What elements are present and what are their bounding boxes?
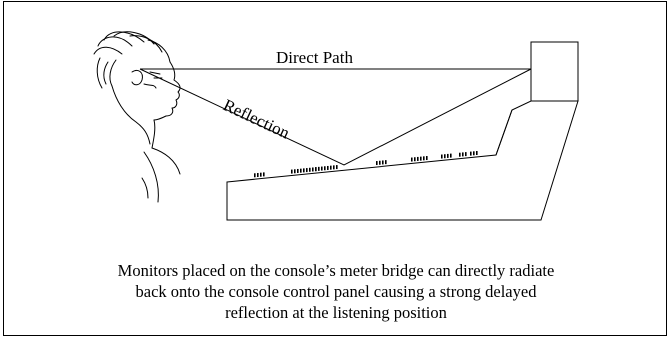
fader-tick bbox=[324, 166, 326, 171]
fader-tick bbox=[306, 168, 308, 173]
fader-tick bbox=[473, 151, 475, 156]
fader-tick bbox=[411, 157, 413, 162]
acoustic-diagram: Direct Path Reflection bbox=[93, 31, 579, 221]
fader-tick bbox=[465, 152, 467, 157]
fader-tick bbox=[379, 160, 381, 165]
fader-tick bbox=[254, 173, 256, 178]
fader-tick bbox=[330, 165, 332, 170]
fader-tick bbox=[382, 160, 384, 165]
fader-tick bbox=[300, 168, 302, 173]
fader-tick bbox=[318, 166, 320, 171]
fader-tick bbox=[312, 167, 314, 172]
fader-tick bbox=[291, 169, 293, 174]
direct-path-label: Direct Path bbox=[276, 48, 353, 67]
fader-tick bbox=[260, 172, 262, 177]
meter-bridge-edge bbox=[495, 109, 513, 156]
fader-tick bbox=[470, 151, 472, 156]
fader-tick bbox=[294, 169, 296, 174]
fader-tick bbox=[297, 168, 299, 173]
console-fader-controls bbox=[254, 151, 478, 178]
fader-tick bbox=[333, 165, 335, 170]
fader-tick bbox=[385, 160, 387, 165]
fader-tick bbox=[417, 156, 419, 161]
figure-frame: Direct Path Reflection Monitors placed o… bbox=[3, 1, 667, 336]
caption-line-1: Monitors placed on the console’s meter b… bbox=[117, 261, 555, 280]
figure-caption: Monitors placed on the console’s meter b… bbox=[4, 260, 668, 323]
fader-tick bbox=[309, 167, 311, 172]
fader-tick bbox=[327, 165, 329, 170]
fader-tick bbox=[459, 152, 461, 157]
fader-tick bbox=[257, 172, 259, 177]
caption-line-2: back onto the console control panel caus… bbox=[135, 282, 537, 301]
fader-tick bbox=[414, 157, 416, 162]
fader-tick bbox=[336, 165, 338, 170]
fader-tick bbox=[423, 156, 425, 161]
fader-tick bbox=[303, 168, 305, 173]
monitor-speaker bbox=[530, 41, 579, 102]
reflection-path-line bbox=[139, 68, 532, 166]
listener-head-drawing bbox=[93, 31, 181, 203]
caption-line-3: reflection at the listening position bbox=[225, 303, 447, 322]
fader-tick bbox=[420, 156, 422, 161]
fader-tick bbox=[447, 153, 449, 158]
fader-tick bbox=[315, 167, 317, 172]
fader-tick bbox=[476, 151, 478, 156]
fader-tick bbox=[441, 154, 443, 159]
fader-tick bbox=[321, 166, 323, 171]
fader-tick bbox=[444, 154, 446, 159]
fader-tick bbox=[426, 156, 428, 161]
fader-tick bbox=[376, 161, 378, 166]
reflection-label: Reflection bbox=[220, 95, 293, 142]
fader-tick bbox=[263, 172, 265, 177]
fader-tick bbox=[450, 153, 452, 158]
fader-tick bbox=[462, 152, 464, 157]
